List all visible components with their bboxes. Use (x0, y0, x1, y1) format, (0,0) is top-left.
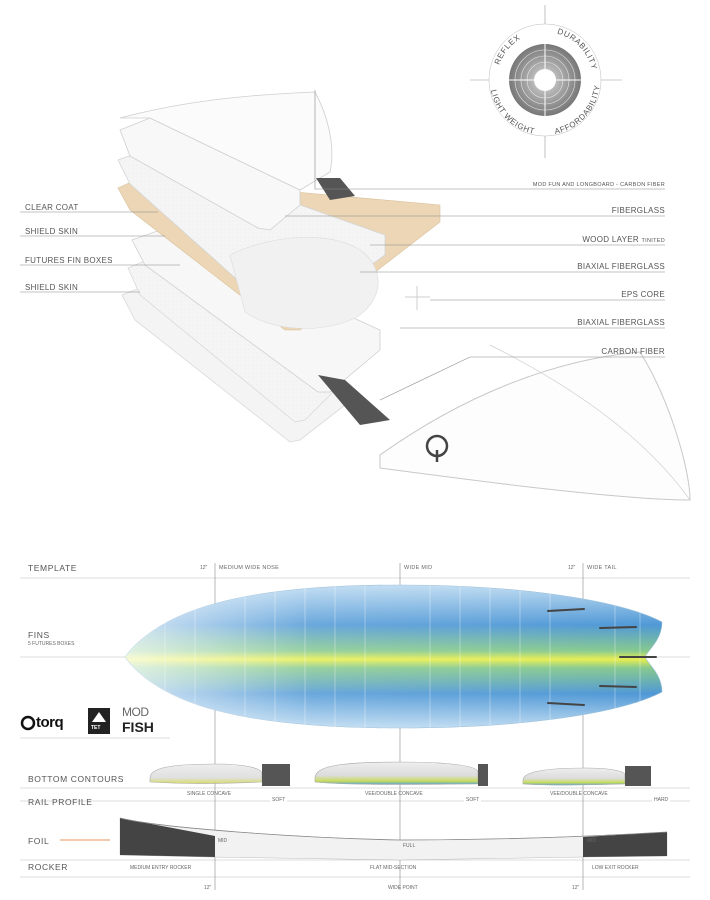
layer-biaxial-glass (229, 236, 379, 329)
radar-chart: REFLEX DURABILITY LIGHT WEIGHT AFFORDABI… (470, 5, 622, 158)
mark-nose-12: 12" (200, 565, 208, 571)
bottom-contours (149, 761, 651, 786)
exploded-layers (117, 91, 691, 501)
bottom-mark-tail-12: 12" (572, 885, 580, 891)
label-fiberglass: FIBERGLASS (611, 206, 665, 215)
rail-mid-value: SOFT (464, 797, 482, 803)
row-rocker-label: ROCKER (28, 862, 68, 872)
mark-wide-tail: WIDE TAIL (587, 565, 617, 571)
label-biaxial-fiberglass-top: BIAXIAL FIBERGLASS (577, 262, 665, 271)
foil-nose-value: MID (218, 838, 228, 844)
torq-q-logo-icon (425, 434, 449, 462)
label-wood-layer: WOOD LAYER TINITED (582, 235, 665, 244)
rail-nose-value: SOFT (270, 797, 288, 803)
contour-mid-caption: VEE/DOUBLE CONCAVE (365, 791, 423, 797)
rocker-tail-value: LOW EXIT ROCKER (592, 865, 639, 871)
torq-logo-icon (20, 715, 36, 731)
label-eps-core: EPS CORE (621, 290, 665, 299)
label-clear-coat: CLEAR COAT (25, 203, 79, 212)
row-rail-profile-label: RAIL PROFILE (28, 797, 93, 807)
bottom-mark-wide-point: WIDE POINT (388, 885, 418, 891)
board-template-fade (125, 585, 662, 728)
foil-rocker-profile (60, 817, 668, 861)
fin-marks (547, 608, 657, 706)
label-shield-skin-top: SHIELD SKIN (25, 227, 79, 236)
label-biaxial-fiberglass-bottom: BIAXIAL FIBERGLASS (577, 318, 665, 327)
mark-wide-mid: WIDE MID (404, 565, 433, 571)
foil-tail-value: MID (587, 838, 597, 844)
rocker-mid-value: FLAT MID-SECTION (370, 865, 417, 871)
leader-lines (20, 90, 665, 401)
brand-fish: FISH (122, 719, 154, 735)
row-fins-label: FINS (28, 630, 50, 640)
label-futures-fin-boxes: FUTURES FIN BOXES (25, 256, 113, 265)
brand-tet: TET (91, 725, 101, 731)
tet-badge (88, 708, 110, 734)
label-shield-skin-bottom: SHIELD SKIN (25, 283, 79, 292)
label-carbon-fiber-mod: MOD FUN AND LONGBOARD - CARBON FIBER (532, 182, 665, 188)
label-carbon-fiber: CARBON FIBER (601, 347, 665, 356)
rail-tail-value: HARD (652, 797, 671, 803)
foil-mid-value: FULL (403, 843, 416, 849)
eps-core-cross (405, 286, 430, 310)
mark-medium-wide-nose: MEDIUM WIDE NOSE (219, 565, 280, 571)
bottom-mark-nose-12: 12" (204, 885, 212, 891)
mark-tail-12: 12" (568, 565, 576, 571)
row-template-label: TEMPLATE (28, 563, 78, 573)
row-fins-sub: 5 FUTURES BOXES (28, 641, 75, 647)
carbon-strip-bottom (318, 375, 390, 425)
template-station-lines (164, 585, 641, 728)
brand-mod: MOD (122, 705, 149, 719)
row-bottom-contours-label: BOTTOM CONTOURS (28, 774, 125, 784)
contour-nose-caption: SINGLE CONCAVE (187, 791, 232, 797)
contour-tail-caption: VEE/DOUBLE CONCAVE (550, 791, 608, 797)
spec-section (20, 563, 690, 890)
board-nose-bottom (379, 351, 691, 501)
brand-torq: torq (36, 714, 64, 731)
rocker-nose-value: MEDIUM ENTRY ROCKER (130, 865, 192, 871)
row-foil-label: FOIL (28, 836, 50, 846)
